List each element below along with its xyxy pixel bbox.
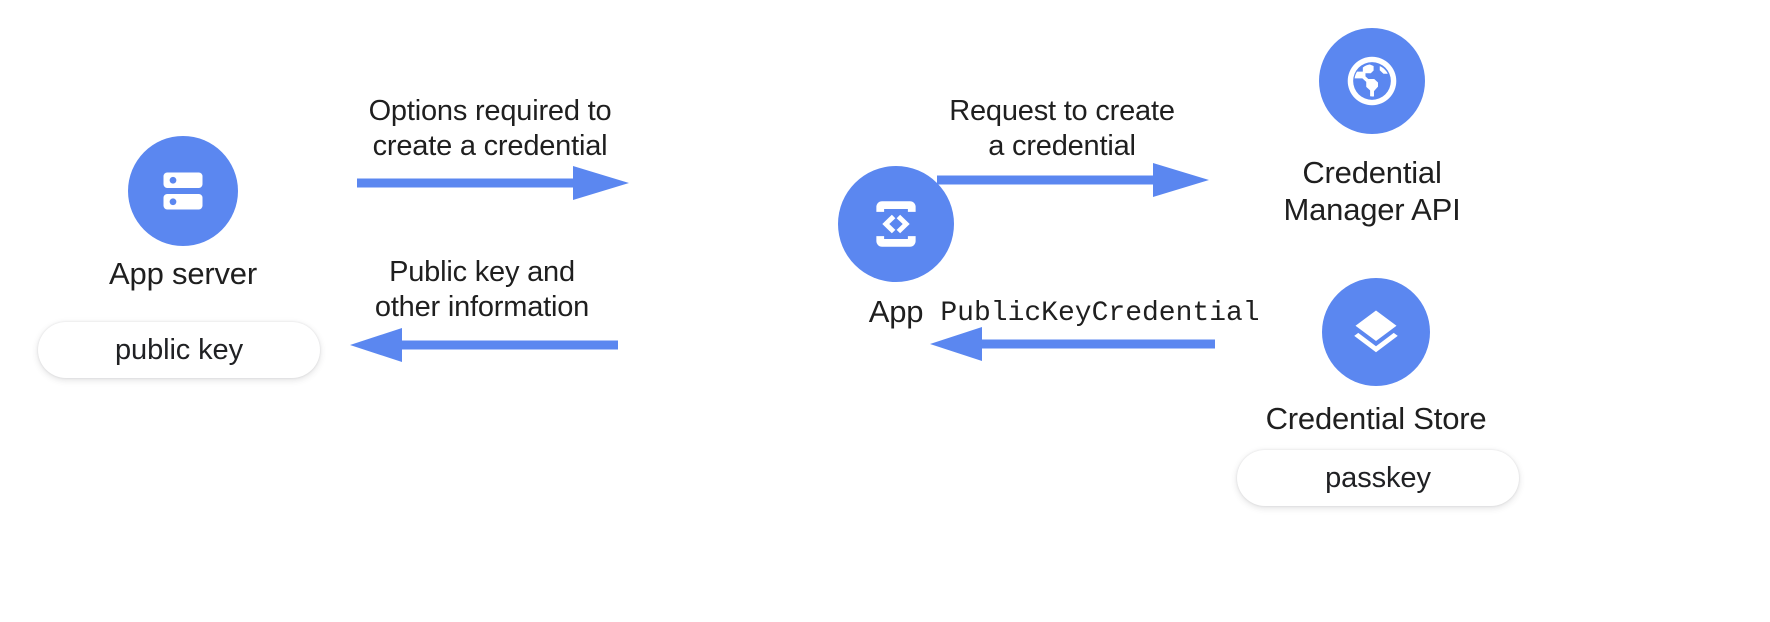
arrow-store-to-app <box>930 324 1215 364</box>
app-icon-badge <box>838 166 954 282</box>
app-server-icon-badge <box>128 136 238 246</box>
arrow-server-to-app <box>357 163 629 203</box>
arrow-app-to-api <box>937 160 1209 200</box>
credential-manager-api-icon-badge <box>1319 28 1425 134</box>
arrow-app-to-server <box>350 325 618 365</box>
credential-store-passkey-pill: passkey <box>1237 450 1519 506</box>
app-code-phone-icon <box>865 193 927 255</box>
credential-store-label: Credential Store <box>1265 401 1487 436</box>
arrow-label-request-to-create: Request to create a credential <box>949 95 1175 162</box>
app-server-public-key-pill: public key <box>38 322 320 378</box>
globe-icon <box>1341 50 1403 112</box>
credential-manager-api-label: Credential Manager API <box>1283 155 1461 227</box>
layers-icon <box>1346 302 1406 362</box>
arrow-label-options-required: Options required to create a credential <box>368 95 612 162</box>
server-icon <box>153 161 213 221</box>
credential-store-icon-badge <box>1322 278 1430 386</box>
app-label: App <box>868 294 924 329</box>
app-server-label: App server <box>109 256 257 291</box>
arrow-label-public-key-and-other-information: Public key and other information <box>374 256 590 323</box>
arrow-label-publickeycredential: PublicKeyCredential <box>940 298 1260 329</box>
